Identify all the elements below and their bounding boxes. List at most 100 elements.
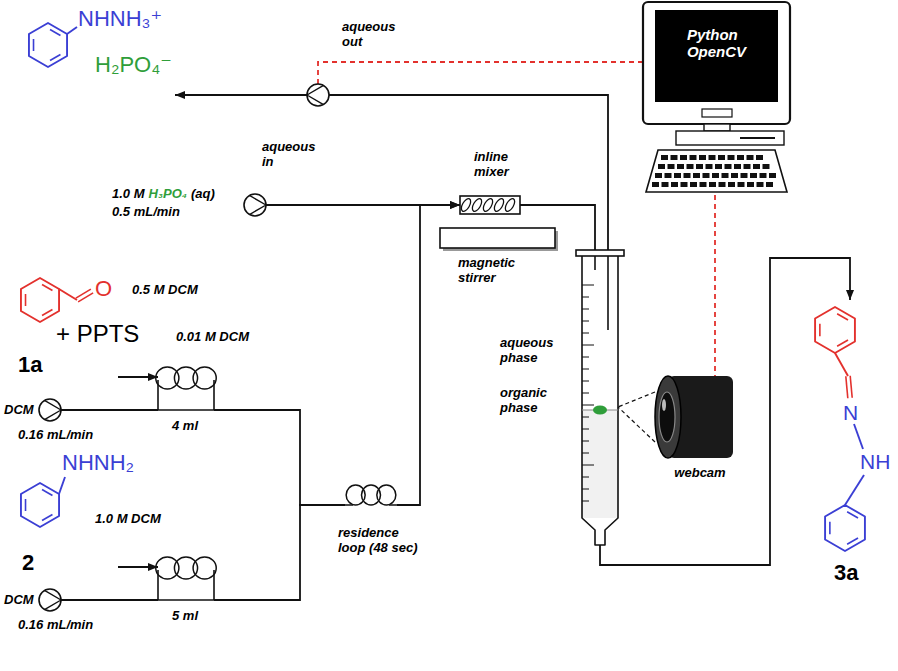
mixer-element <box>503 197 516 213</box>
sample-loop-shape <box>158 554 214 602</box>
product-salt-structure-drawing <box>29 23 77 67</box>
view-cone-line <box>618 407 655 442</box>
inlet-tube <box>594 256 596 270</box>
flow-line <box>214 410 345 505</box>
hydrazone-structure-shape <box>808 300 892 592</box>
double-bond <box>850 376 852 398</box>
benzene-ring <box>21 278 59 322</box>
flow-rate-label: 0.5 mL/min <box>112 205 180 220</box>
ring-double-bond <box>837 314 848 320</box>
keyboard-key <box>709 182 716 187</box>
ring-double-bond <box>33 39 35 51</box>
coil-loop <box>361 485 380 505</box>
compound-number: 1a <box>18 354 42 376</box>
concentration-label: 1.0 M <box>112 187 145 202</box>
pump-symbol <box>307 84 329 106</box>
graduation-mark <box>582 309 589 310</box>
keyboard-key <box>734 164 741 169</box>
chem-formula: H₂PO₄⁻ <box>95 54 172 76</box>
view-cone-line <box>618 392 655 407</box>
keyboard-key <box>731 173 738 178</box>
outlet-tube <box>607 256 609 330</box>
ring-double-bond <box>829 522 831 535</box>
signal-line <box>714 195 716 376</box>
bond-line <box>59 289 77 300</box>
volume-label: 4 ml <box>172 419 198 434</box>
pump-node-shape <box>39 589 61 611</box>
keyboard-key <box>674 173 681 178</box>
solvent-label: DCM <box>4 593 34 608</box>
loop-frame <box>158 599 214 601</box>
screen-text: Python OpenCV <box>687 26 746 61</box>
keyboard-key <box>769 173 776 178</box>
inline-mixer: inline mixer <box>460 196 520 214</box>
keyboard-key <box>744 164 751 169</box>
keyboard-key <box>671 182 678 187</box>
reagent-label: + PPTS <box>56 322 139 346</box>
keyboard-key <box>677 164 684 169</box>
graduation-mark <box>582 333 589 334</box>
bond-line <box>67 27 77 34</box>
computer-drawing <box>643 2 790 192</box>
pump-node-shape <box>39 399 61 421</box>
graduation-mark <box>582 369 589 370</box>
keyboard-key <box>722 173 729 178</box>
graduation-mark <box>582 477 589 478</box>
keyboard-key <box>681 182 688 187</box>
keyboard-key <box>737 155 744 160</box>
separator-syringe: aqueous phaseorganic phase <box>582 250 618 545</box>
benzene-ring <box>825 505 865 551</box>
double-bond <box>846 376 848 398</box>
solvent-label: DCM <box>4 403 34 418</box>
product-salt-structure: NHNH₃⁺ H₂PO₄⁻ <box>15 5 175 100</box>
keyboard-key <box>680 155 687 160</box>
reagent-formula: H₃PO₄ <box>149 187 187 202</box>
chem-formula: NHNH₃⁺ <box>78 8 162 30</box>
pump-node: DCM0.16 mL/min <box>39 399 61 421</box>
atom-label: N <box>843 402 858 423</box>
separator-syringe-drawing <box>576 250 624 545</box>
pump-symbol <box>307 85 324 104</box>
screen <box>655 10 778 102</box>
webcam-face <box>655 376 681 458</box>
pump-symbol <box>39 399 61 421</box>
graduation-mark <box>582 501 589 502</box>
keyboard-key <box>693 173 700 178</box>
ring-double-bond <box>50 29 60 35</box>
bond-line <box>835 353 848 376</box>
mixer-element <box>470 197 483 213</box>
graduation-mark <box>582 321 589 322</box>
pump-node-shape <box>244 194 266 216</box>
chem-formula: NHNH₂ <box>62 452 134 474</box>
keyboard-key <box>696 164 703 169</box>
graduation-mark <box>582 357 589 358</box>
interface-marker <box>593 406 607 415</box>
ring-double-bond <box>847 512 858 518</box>
compound-number: 3a <box>834 562 858 584</box>
flow-line <box>600 258 850 565</box>
drive-unit <box>676 131 784 145</box>
bond-line <box>845 475 864 505</box>
keyboard-key <box>709 155 716 160</box>
keyboard-key <box>718 155 725 160</box>
ring-double-bond <box>42 515 52 521</box>
pump-symbol <box>45 590 62 609</box>
concentration-label: 1.0 M DCM <box>95 512 161 527</box>
keyboard-key <box>747 155 754 160</box>
keyboard-key <box>699 155 706 160</box>
coil-loop <box>174 557 197 579</box>
hydrazone-structure: NNH3a <box>808 300 892 592</box>
inline-mixer-shape <box>460 196 520 214</box>
phase-label: organic phase <box>500 386 547 416</box>
flow-line <box>214 505 345 600</box>
phase-label: (aq) <box>191 187 215 202</box>
keyboard-key <box>725 164 732 169</box>
keyboard-key <box>756 155 763 160</box>
pump-node-drawing <box>244 194 266 216</box>
flow-line <box>175 94 307 96</box>
organic-phase <box>582 410 618 518</box>
pump-symbol <box>39 589 61 611</box>
coil-loop <box>193 557 216 579</box>
sample-loop: 5 ml <box>158 554 214 602</box>
